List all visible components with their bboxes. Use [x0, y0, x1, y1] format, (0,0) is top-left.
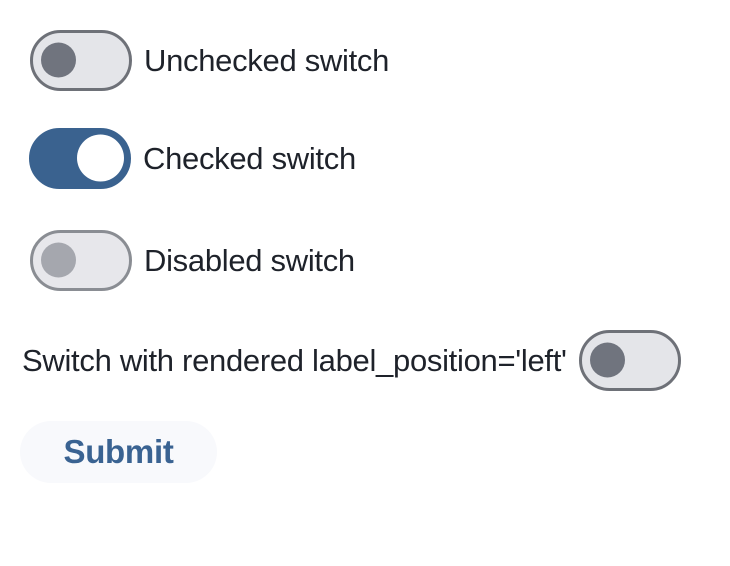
switch-knob [41, 42, 76, 78]
disabled-switch-toggle [30, 229, 132, 291]
switch-label: Checked switch [143, 140, 356, 176]
submit-button[interactable]: Submit [20, 421, 217, 483]
switch-label: Switch with rendered label_position='lef… [22, 342, 567, 378]
unchecked-switch-toggle[interactable] [30, 29, 132, 91]
switch-knob [41, 242, 76, 278]
switch-label: Disabled switch [144, 242, 355, 278]
switch-knob [589, 342, 625, 378]
label-left-switch-toggle[interactable] [578, 329, 681, 391]
switch-row-checked: Checked switch [29, 127, 356, 189]
switch-row-disabled: Disabled switch [30, 229, 355, 291]
switch-knob [77, 134, 124, 182]
switch-row-label-left: Switch with rendered label_position='lef… [22, 329, 681, 391]
switch-label: Unchecked switch [144, 42, 390, 78]
switch-row-unchecked: Unchecked switch [30, 29, 389, 91]
checked-switch-toggle[interactable] [29, 127, 131, 189]
